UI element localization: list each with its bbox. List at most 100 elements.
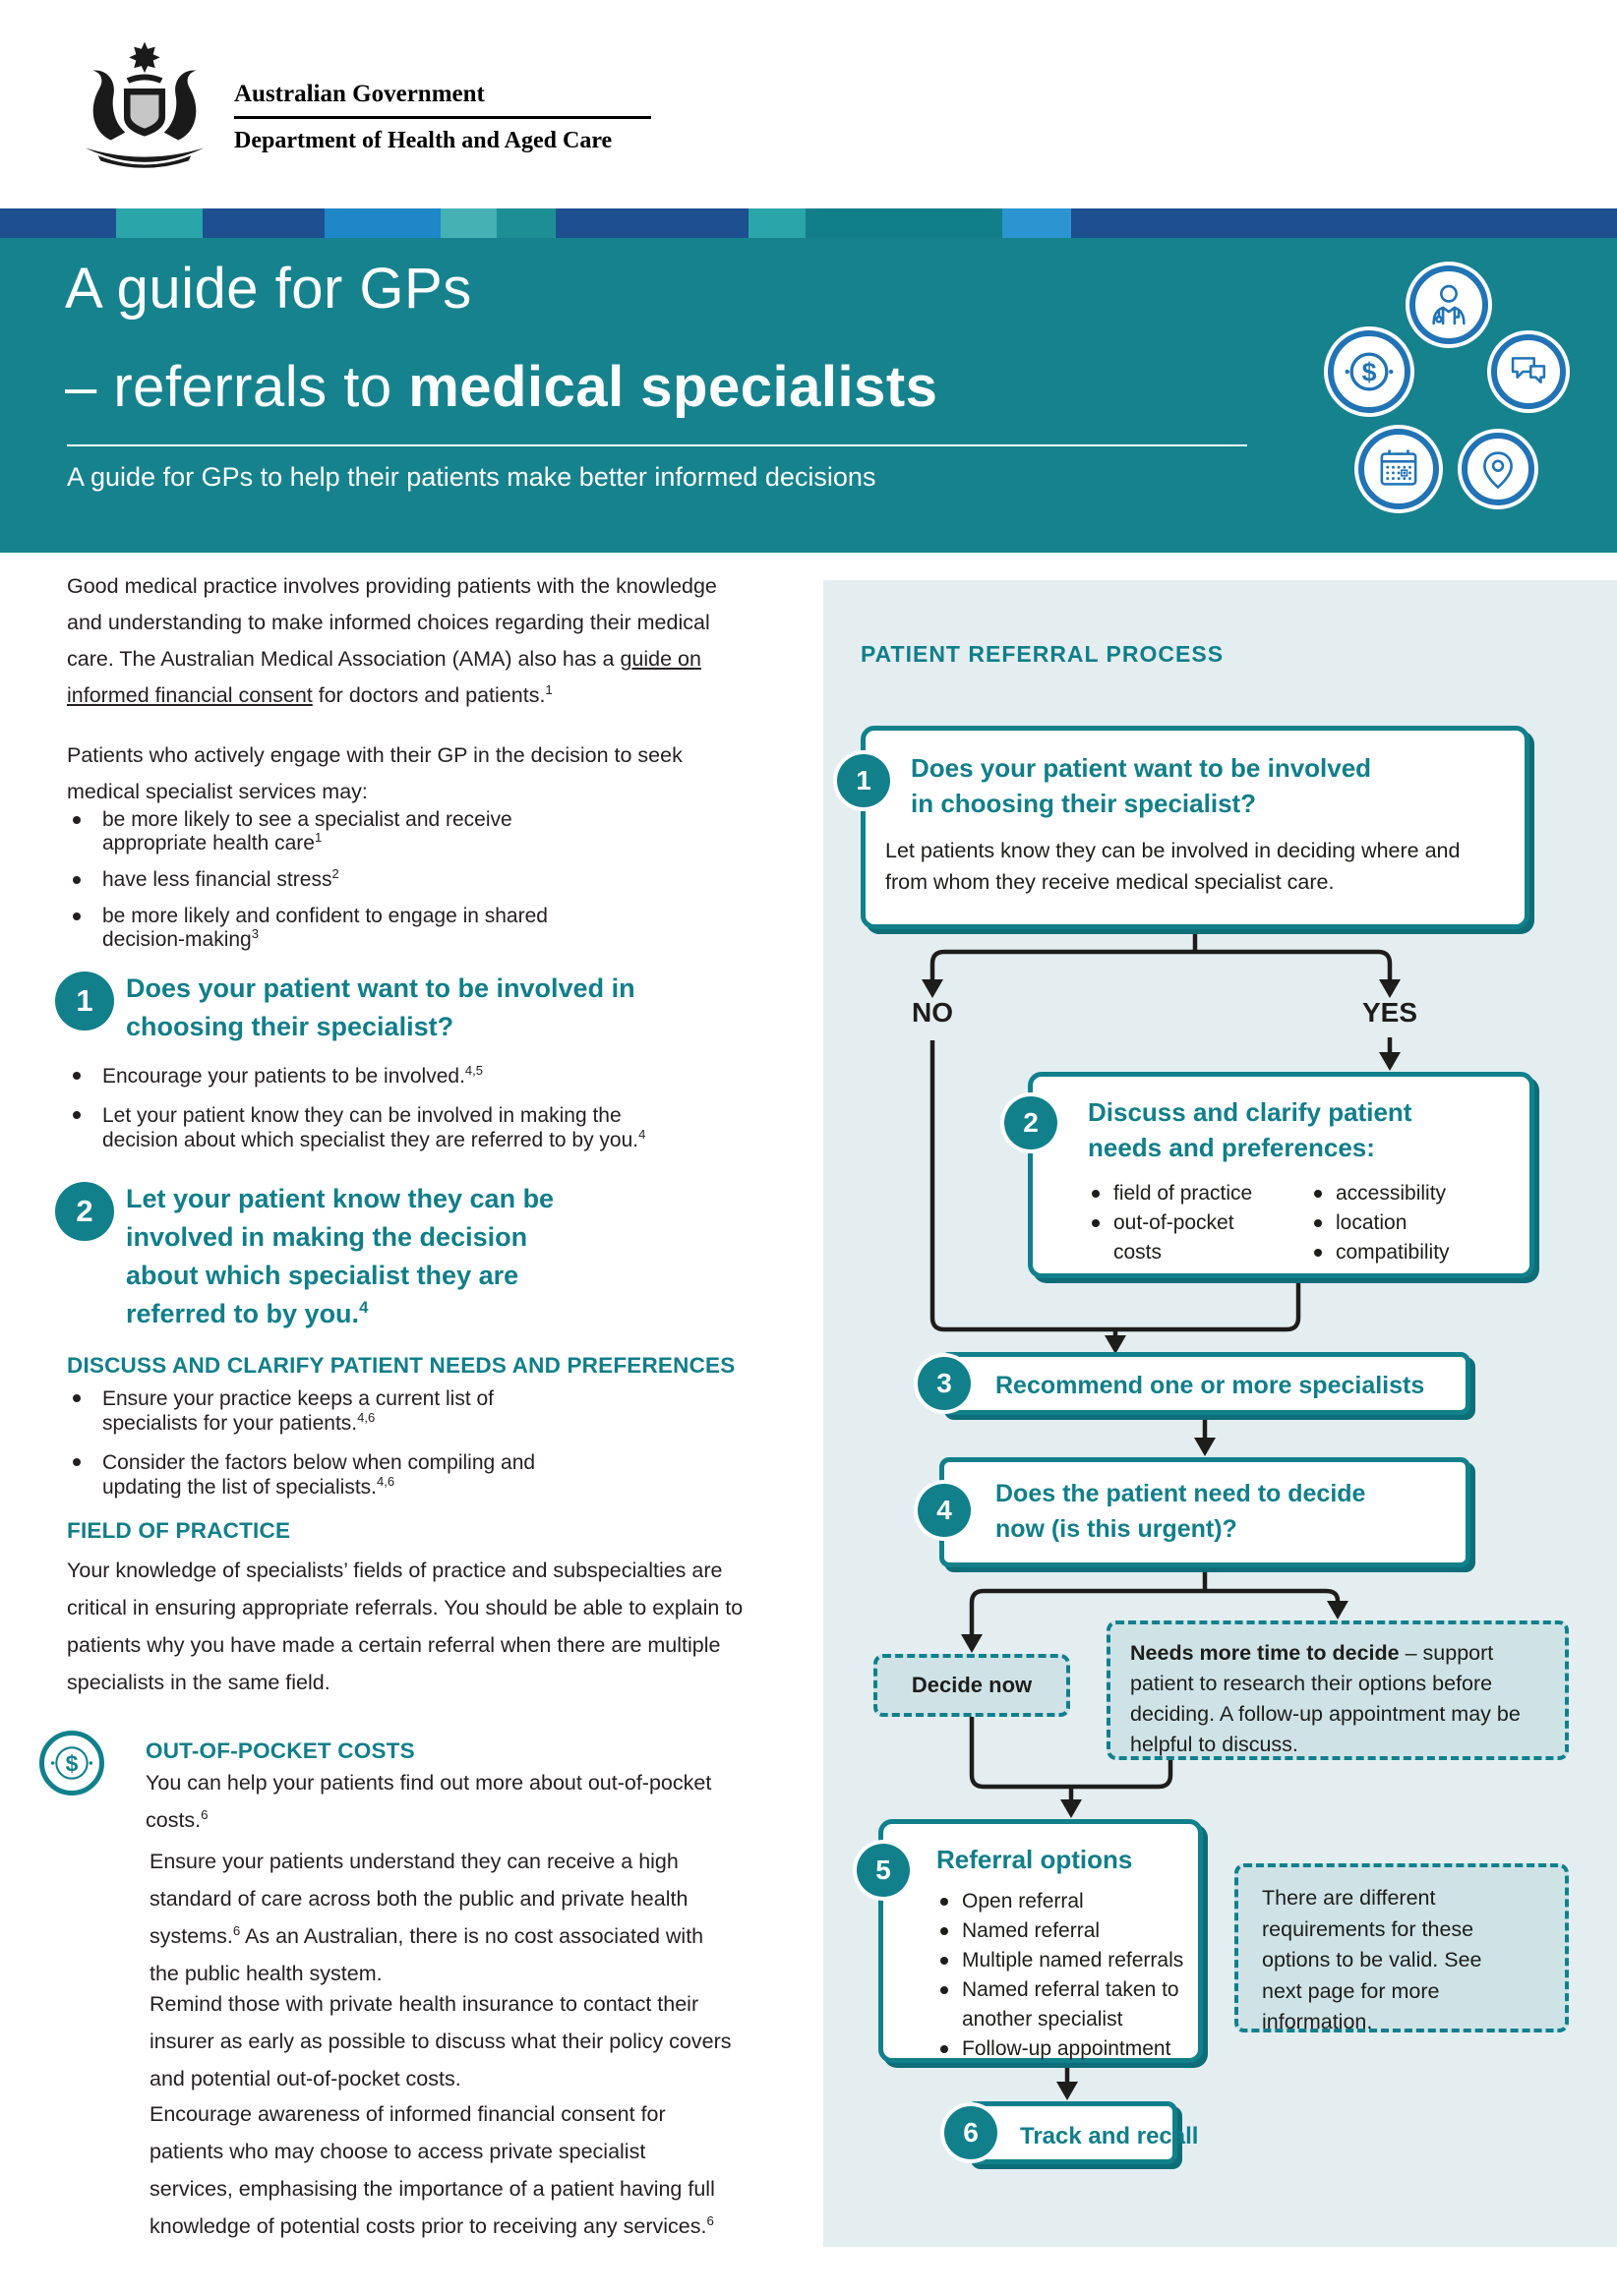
engage-paragraph: Patients who actively engage with their …: [67, 743, 683, 803]
options-info-box: There are different requirements for the…: [1234, 1863, 1569, 2033]
intro-text-a: Good medical practice involves providing…: [67, 574, 717, 671]
benefit-list: be more likely to see a specialist and r…: [67, 808, 588, 965]
stripe-segment: [1071, 208, 1617, 238]
decide-now-box: Decide now: [873, 1654, 1070, 1717]
oop-heading: OUT-OF-POCKET COSTS: [146, 1738, 415, 1763]
flow-step-5-box: 5 Referral options Open referral Named r…: [857, 1819, 1203, 2064]
needs-more-time-rest: – support patient to research their opti…: [1130, 1641, 1521, 1756]
flow-step-1-body: Let patients know they can be involved i…: [885, 839, 1461, 894]
list-item: have less financial stress2: [67, 867, 588, 892]
flow-step-1-number: 1: [837, 754, 890, 807]
flow-step-3-title: Recommend one or more specialists: [995, 1372, 1425, 1399]
field-of-practice-heading: FIELD OF PRACTICE: [67, 1518, 291, 1543]
discuss-heading: DISCUSS AND CLARIFY PATIENT NEEDS AND PR…: [67, 1353, 736, 1378]
title-banner: A guide for GPs – referrals to medical s…: [0, 238, 1617, 553]
oop-paragraph-4: Encourage awareness of informed financia…: [150, 2102, 715, 2238]
oop-paragraph-1: You can help your patients find out more…: [146, 1771, 712, 1832]
title-normal: – referrals to: [65, 355, 409, 419]
chat-bubbles-icon: [1491, 334, 1566, 409]
section-1-number: 1: [55, 971, 114, 1030]
stripe-segment: [116, 208, 203, 238]
section-2-number: 2: [55, 1182, 114, 1241]
needs-more-time-box: Needs more time to decide – support pati…: [1107, 1620, 1569, 1760]
stripe-segment: [749, 208, 806, 238]
dollar-icon: $: [39, 1731, 104, 1796]
page-title-line1: A guide for GPs: [65, 257, 472, 321]
title-bold: medical specialists: [408, 355, 938, 419]
section-2-heading: Let your patient know they can be involv…: [126, 1184, 555, 1328]
page-title-line2: – referrals to medical specialists: [65, 354, 937, 420]
list-item: accessibility: [1310, 1179, 1517, 1208]
discuss-list: Ensure your practice keeps a current lis…: [67, 1386, 539, 1514]
section-1-heading: Does your patient want to be involved in…: [126, 973, 635, 1041]
flow-step-6-number: 6: [944, 2106, 997, 2159]
list-item: Multiple named referrals: [936, 1946, 1197, 1975]
flowchart-heading: PATIENT REFERRAL PROCESS: [861, 641, 1225, 667]
oop-paragraph-2: Ensure your patients understand they can…: [150, 1850, 704, 1985]
flow-step-4-box: 4 Does the patient need to decide now (i…: [918, 1457, 1470, 1567]
stripe-segment: [325, 208, 441, 238]
footnote-ref: 1: [545, 681, 553, 697]
flow-step-2-title: Discuss and clarify patient needs and pr…: [1088, 1097, 1412, 1162]
flow-step-5-title: Referral options: [936, 1845, 1133, 1874]
list-item: Named referral taken to another speciali…: [936, 1975, 1197, 2034]
flow-step-4-number: 4: [918, 1484, 971, 1537]
intro-text-b: for doctors and patients.: [312, 683, 546, 707]
list-item: Ensure your practice keeps a current lis…: [67, 1386, 539, 1436]
list-item: be more likely to see a specialist and r…: [67, 808, 588, 855]
gov-rule: [234, 116, 651, 119]
flow-step-5-number: 5: [857, 1844, 910, 1897]
patient-referral-flowchart: PATIENT REFERRAL PROCESS: [823, 580, 1617, 2247]
informed-financial-consent-link[interactable]: guide on informed financial consent: [67, 647, 701, 707]
intro-paragraph: Good medical practice involves providing…: [67, 568, 721, 714]
stripe-segment: [0, 208, 116, 238]
page-subtitle: A guide for GPs to help their patients m…: [67, 462, 876, 492]
stripe-segment: [497, 208, 556, 238]
flow-step-2-box: 2 Discuss and clarify patient needs and …: [1004, 1072, 1534, 1278]
flow-step-6-box: 6 Track and recall: [944, 2101, 1198, 2164]
field-of-practice-paragraph: Your knowledge of specialists’ fields of…: [67, 1559, 744, 1694]
coat-of-arms-logo: [85, 41, 205, 168]
flow-step-2-number: 2: [1004, 1096, 1057, 1149]
list-item: be more likely and confident to engage i…: [67, 905, 588, 952]
stripe-segment: [441, 208, 497, 238]
banner-divider: [67, 444, 1247, 446]
list-item: Named referral: [936, 1916, 1197, 1946]
stripe-segment: [806, 208, 1002, 238]
branch-no-label: NO: [912, 997, 953, 1028]
stripe-segment: [203, 208, 325, 238]
oop-paragraph-3: Remind those with private health insuran…: [150, 1992, 732, 2090]
dollar-icon: $: [1328, 330, 1410, 413]
calendar-icon: [1358, 429, 1439, 509]
stripe-segment: [556, 208, 749, 238]
svg-text:$: $: [66, 1750, 79, 1776]
gov-name: Australian Government: [234, 81, 485, 107]
flow-step-1-title: Does your patient want to be involved in…: [911, 753, 1372, 818]
flow-connectors: [922, 929, 1401, 2100]
flow-step-2-col1: field of practice out-of-pocket costs: [1088, 1179, 1285, 1267]
list-item: Open referral: [936, 1887, 1197, 1916]
stripe-segment: [1002, 208, 1071, 238]
flow-step-1-box: 1 Does your patient want to be involved …: [837, 726, 1529, 929]
flow-step-3-number: 3: [918, 1357, 971, 1410]
flow-step-6-title: Track and recall: [1020, 2123, 1199, 2149]
list-item: compatibility: [1310, 1238, 1517, 1267]
flow-step-3-box: 3 Recommend one or more specialists: [918, 1352, 1470, 1415]
list-item: Let your patient know they can be involv…: [67, 1103, 687, 1152]
location-pin-icon: [1462, 433, 1534, 505]
list-item: out-of-pocket costs: [1088, 1208, 1285, 1267]
decide-now-label: Decide now: [911, 1673, 1033, 1697]
list-item: Consider the factors below when compilin…: [67, 1450, 539, 1500]
flow-step-2-col2: accessibility location compatibility: [1310, 1179, 1517, 1267]
branch-yes-label: YES: [1361, 997, 1418, 1028]
needs-more-time-lead: Needs more time to decide: [1130, 1641, 1400, 1665]
list-item: Encourage your patients to be involved.4…: [67, 1064, 687, 1089]
section-1-list: Encourage your patients to be involved.4…: [67, 1064, 687, 1167]
decorative-stripe-band: [0, 208, 1617, 238]
list-item: location: [1310, 1208, 1517, 1238]
list-item: field of practice: [1088, 1179, 1285, 1208]
svg-text:$: $: [1362, 358, 1377, 387]
flow-step-5-list: Open referral Named referral Multiple na…: [936, 1887, 1197, 2064]
list-item: Follow-up appointment: [936, 2034, 1197, 2064]
